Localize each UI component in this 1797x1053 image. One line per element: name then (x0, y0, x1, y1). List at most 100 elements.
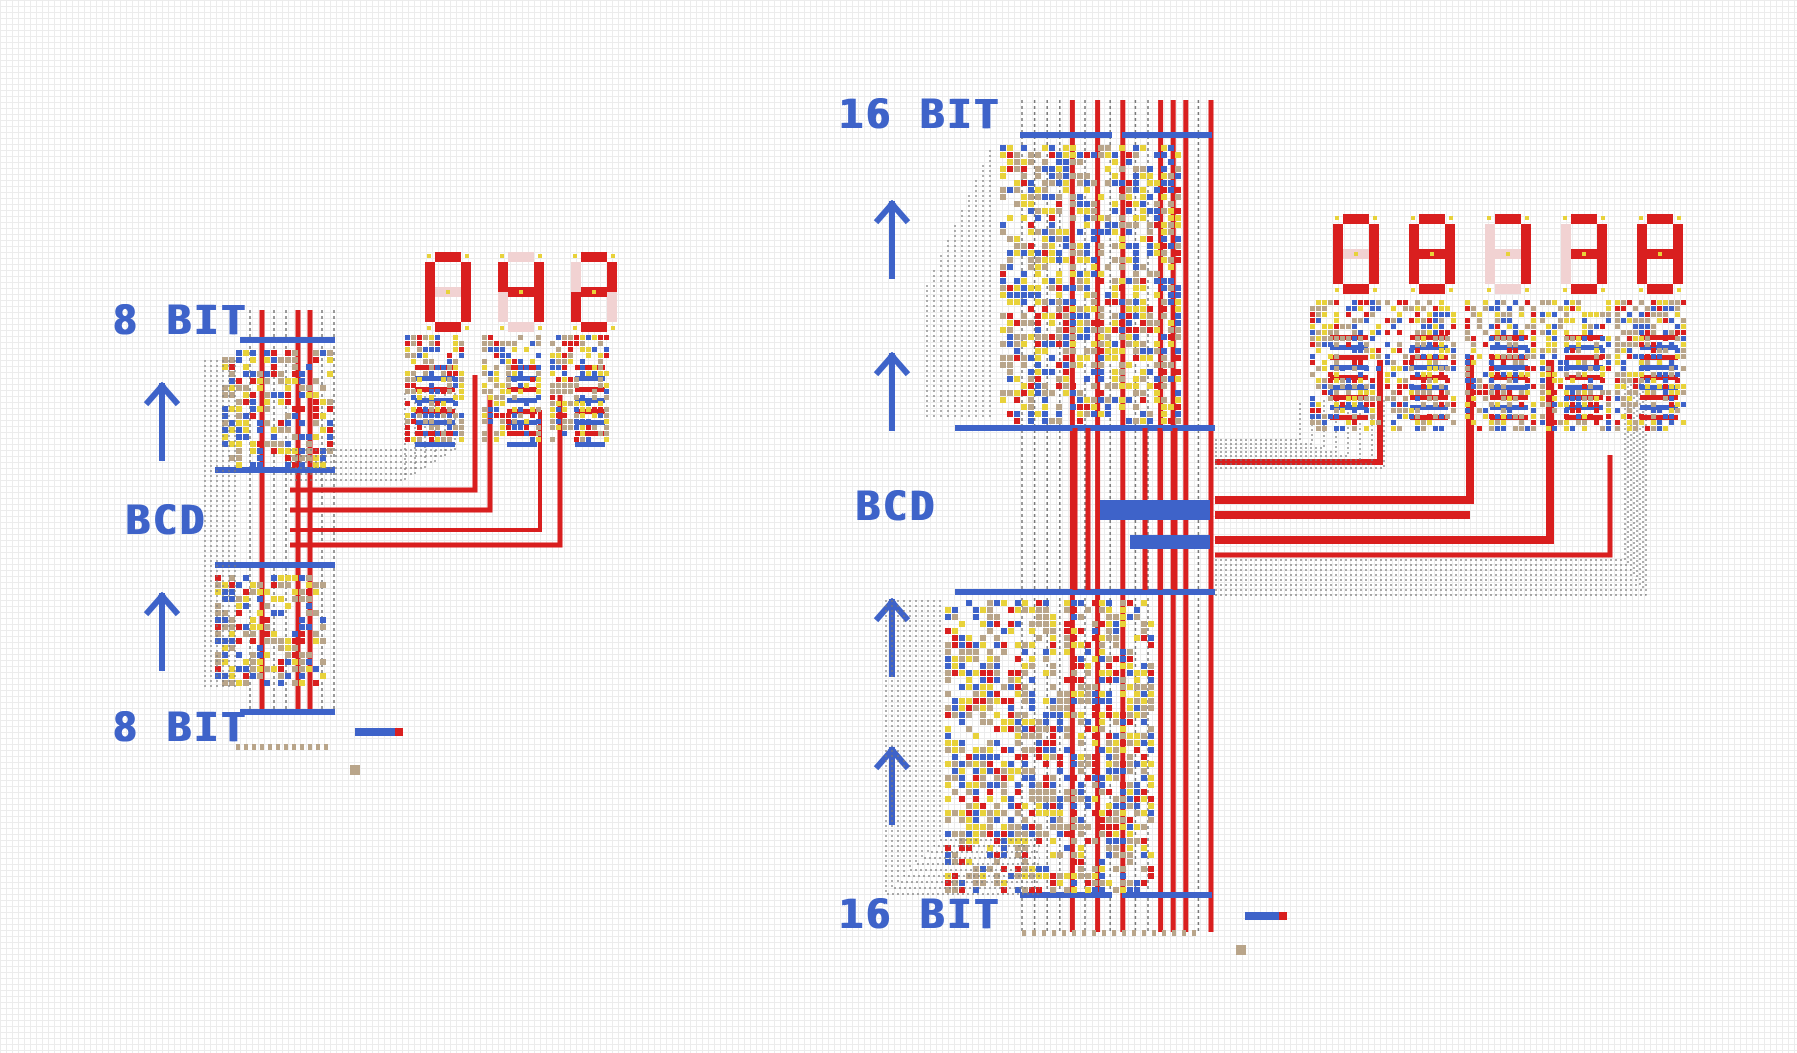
logic-gate-cell (1385, 318, 1390, 323)
logic-gate-cell (236, 406, 242, 412)
logic-gate-cell (1099, 691, 1105, 697)
logic-gate-cell (1540, 402, 1545, 407)
logic-gate-cell (1669, 318, 1674, 323)
logic-gate-cell (1120, 684, 1126, 690)
logic-gate-cell (250, 659, 256, 665)
display-segment (461, 292, 471, 322)
logic-gate-cell (1334, 366, 1339, 371)
logic-gate-cell (973, 782, 979, 788)
logic-gate-cell (1071, 663, 1077, 669)
logic-gate-cell (580, 431, 585, 436)
logic-gate-cell (1099, 789, 1105, 795)
logic-gate-cell (574, 401, 579, 406)
logic-gate-cell (1141, 761, 1147, 767)
logic-gate-cell (1064, 887, 1070, 893)
logic-gate-cell (1057, 705, 1063, 711)
display-driver-row (1490, 385, 1528, 390)
logic-gate-cell (994, 768, 1000, 774)
logic-gate-cell (604, 383, 609, 388)
logic-gate-cell (945, 691, 951, 697)
logic-gate-cell (1148, 726, 1154, 732)
logic-gate-cell (1134, 810, 1140, 816)
logic-gate-cell (959, 684, 965, 690)
logic-gate-cell (1415, 408, 1420, 413)
logic-gate-cell (1014, 341, 1020, 347)
logic-gate-cell (1106, 810, 1112, 816)
logic-gate-cell (1043, 873, 1049, 879)
logic-gate-cell (1594, 420, 1599, 425)
logic-gate-cell (1099, 831, 1105, 837)
display-segment (425, 292, 435, 322)
logic-gate-cell (1681, 342, 1686, 347)
logic-gate-cell (530, 359, 535, 364)
logic-gate-cell (987, 614, 993, 620)
logic-gate-cell (1140, 418, 1146, 424)
logic-gate-cell (1022, 803, 1028, 809)
logic-gate-cell (1070, 306, 1076, 312)
logic-gate-cell (1376, 396, 1381, 401)
logic-gate-cell (959, 845, 965, 851)
logic-gate-cell (320, 455, 326, 461)
logic-gate-cell (1098, 390, 1104, 396)
logic-gate-cell (1675, 378, 1680, 383)
display-segment (534, 292, 544, 322)
logic-gate-cell (264, 666, 270, 672)
logic-gate-cell (435, 347, 440, 352)
logic-gate-cell (987, 852, 993, 858)
logic-gate-cell (1501, 408, 1506, 413)
logic-gate-cell (1000, 145, 1006, 151)
logic-gate-cell (1091, 404, 1097, 410)
logic-gate-cell (1035, 299, 1041, 305)
logic-gate-cell (236, 652, 242, 658)
logic-gate-cell (1021, 271, 1027, 277)
logic-gate-cell (1077, 278, 1083, 284)
logic-gate-cell (320, 582, 326, 588)
logic-gate-cell (973, 768, 979, 774)
output-pin (1102, 930, 1106, 936)
logic-gate-cell (222, 364, 228, 370)
logic-gate-cell (1022, 719, 1028, 725)
segment-joint (427, 326, 431, 330)
logic-gate-cell (1600, 348, 1605, 353)
logic-gate-cell (459, 413, 464, 418)
logic-gate-cell (1049, 173, 1055, 179)
logic-gate-cell (1092, 726, 1098, 732)
logic-gate-cell (1415, 420, 1420, 425)
logic-gate-cell (994, 691, 1000, 697)
logic-gate-cell (320, 385, 326, 391)
logic-gate-cell (1141, 852, 1147, 858)
logic-gate-cell (459, 425, 464, 430)
logic-gate-cell (1028, 257, 1034, 263)
logic-gate-cell (1106, 614, 1112, 620)
logic-gate-cell (278, 659, 284, 665)
logic-gate-cell (1015, 670, 1021, 676)
logic-gate-cell (1077, 306, 1083, 312)
logic-gate-cell (327, 406, 333, 412)
logic-gate-cell (1168, 278, 1174, 284)
logic-gate-cell (441, 377, 446, 382)
logic-gate-cell (250, 617, 256, 623)
logic-gate-cell (1120, 803, 1126, 809)
segment-joint (573, 254, 577, 258)
logic-gate-cell (1126, 341, 1132, 347)
logic-gate-cell (1161, 348, 1167, 354)
logic-gate-cell (1403, 378, 1408, 383)
logic-gate-cell (1675, 336, 1680, 341)
logic-gate-cell (1050, 670, 1056, 676)
logic-gate-cell (1663, 378, 1668, 383)
logic-gate-cell (592, 371, 597, 376)
logic-gate-cell (1063, 390, 1069, 396)
logic-gate-cell (1021, 180, 1027, 186)
logic-gate-cell (994, 873, 1000, 879)
segment-joint (1525, 288, 1529, 292)
logic-gate-cell (1621, 360, 1626, 365)
logic-gate-cell (1036, 796, 1042, 802)
logic-gate-cell (1043, 789, 1049, 795)
logic-gate-cell (1022, 761, 1028, 767)
logic-gate-cell (1606, 342, 1611, 347)
logic-gate-cell (1098, 362, 1104, 368)
logic-gate-cell (1134, 761, 1140, 767)
logic-gate-cell (1639, 318, 1644, 323)
logic-gate-cell (1651, 420, 1656, 425)
logic-gate-cell (1063, 313, 1069, 319)
